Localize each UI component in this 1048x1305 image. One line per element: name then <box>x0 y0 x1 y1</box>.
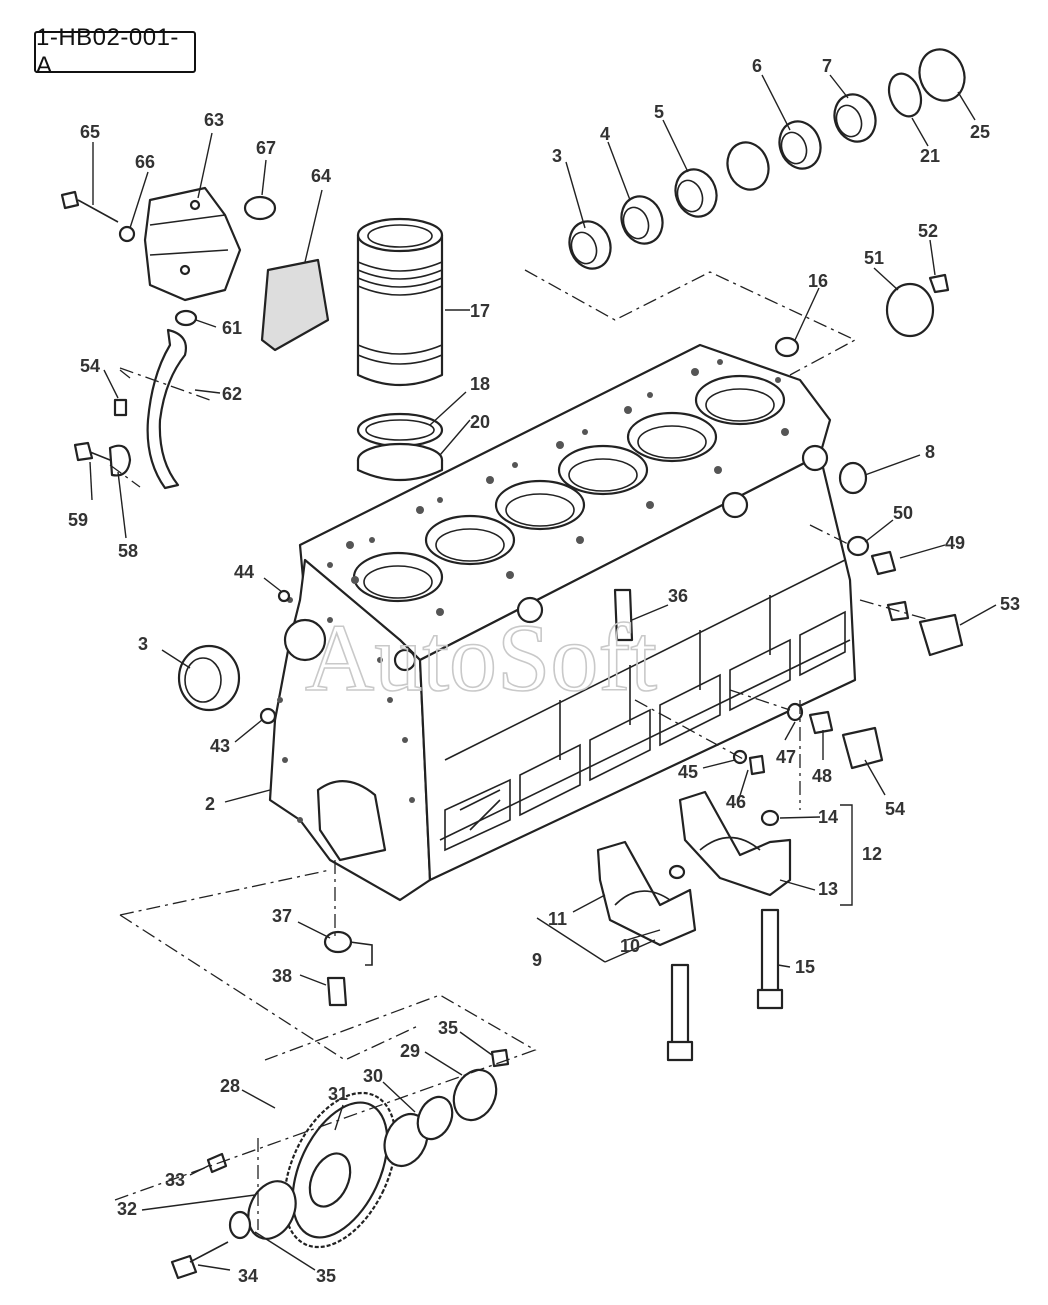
callout-38: 38 <box>272 966 292 986</box>
callout-10: 10 <box>620 936 640 956</box>
engine-block <box>268 343 857 902</box>
callout-46: 46 <box>726 792 746 812</box>
callout-54: 54 <box>885 799 905 819</box>
callout-64: 64 <box>311 166 331 186</box>
callout-37: 37 <box>272 906 292 926</box>
callout-33: 33 <box>165 1170 185 1190</box>
callout-53: 53 <box>1000 594 1020 614</box>
callout-4: 4 <box>600 124 610 144</box>
callout-28: 28 <box>220 1076 240 1096</box>
callout-3: 3 <box>552 146 562 166</box>
callout-5: 5 <box>654 102 664 122</box>
callout-8: 8 <box>925 442 935 462</box>
idler-gear-group <box>114 994 537 1280</box>
callout-44: 44 <box>234 562 254 582</box>
callout-62: 62 <box>222 384 242 404</box>
callout-9: 9 <box>532 950 542 970</box>
callout-36: 36 <box>668 586 688 606</box>
callout-7: 7 <box>822 56 832 76</box>
oil-jet-group <box>119 860 421 1061</box>
callout-49: 49 <box>945 533 965 553</box>
callout-32: 32 <box>117 1199 137 1219</box>
callout-25: 25 <box>970 122 990 142</box>
callout-15: 15 <box>795 957 815 977</box>
callout-47: 47 <box>776 747 796 767</box>
callout-67: 67 <box>256 138 276 158</box>
callout-65: 65 <box>80 122 100 142</box>
callout-2: 2 <box>205 794 215 814</box>
callout-63: 63 <box>204 110 224 130</box>
callout-66: 66 <box>135 152 155 172</box>
callout-20: 20 <box>470 412 490 432</box>
callout-48: 48 <box>812 766 832 786</box>
cylinder-liner <box>356 217 444 482</box>
main-bearing-caps <box>536 790 853 1062</box>
callout-58: 58 <box>118 541 138 561</box>
callout-21: 21 <box>920 146 940 166</box>
callout-13: 13 <box>818 879 838 899</box>
callout-59: 59 <box>68 510 88 530</box>
callout-54: 54 <box>80 356 100 376</box>
callout-3: 3 <box>138 634 148 654</box>
callout-14: 14 <box>818 807 838 827</box>
callout-11: 11 <box>548 909 567 929</box>
diagram-id-box: 1-HB02-001-A <box>34 24 196 79</box>
callout-61: 61 <box>222 318 242 338</box>
callout-35: 35 <box>316 1266 336 1286</box>
leader-lines <box>89 74 997 1271</box>
callout-34: 34 <box>238 1266 258 1286</box>
callout-45: 45 <box>678 762 698 782</box>
diagram-id: 1-HB02-001-A <box>36 24 179 79</box>
callout-52: 52 <box>918 221 938 241</box>
callout-31: 31 <box>328 1084 348 1104</box>
callout-17: 17 <box>470 301 490 321</box>
callout-35: 35 <box>438 1018 458 1038</box>
callout-labels: 65 66 63 67 64 17 61 62 54 59 58 18 20 3… <box>68 56 1020 1286</box>
front-cover-group <box>60 186 330 490</box>
callout-51: 51 <box>864 248 884 268</box>
callout-29: 29 <box>400 1041 420 1061</box>
watermark: AutoSoft <box>305 604 657 711</box>
camshaft-bushings <box>524 48 966 376</box>
side-fittings <box>177 273 964 810</box>
callout-12: 12 <box>862 844 882 864</box>
callout-16: 16 <box>808 271 828 291</box>
callout-18: 18 <box>470 374 490 394</box>
callout-43: 43 <box>210 736 230 756</box>
callout-6: 6 <box>752 56 762 76</box>
callout-30: 30 <box>363 1066 383 1086</box>
callout-50: 50 <box>893 503 913 523</box>
